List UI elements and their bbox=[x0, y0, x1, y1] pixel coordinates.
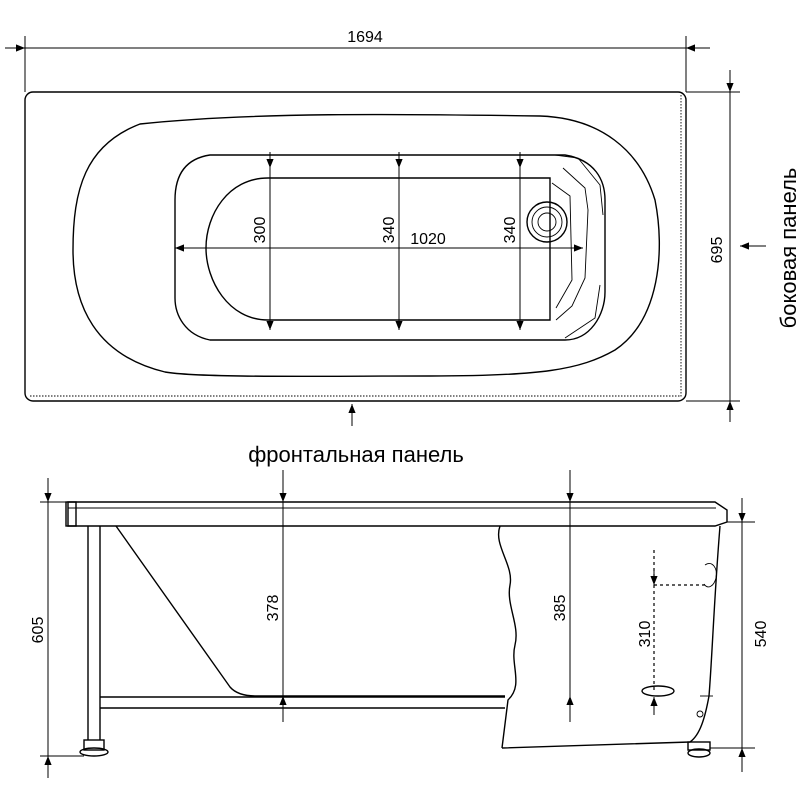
inner-length-label: 1020 bbox=[410, 231, 446, 248]
tub-rim-profile bbox=[65, 501, 728, 527]
drain-hole bbox=[526, 201, 568, 243]
side-panel-label: боковая панель bbox=[776, 168, 800, 329]
overall-width-label: 695 bbox=[709, 237, 726, 264]
tub-upper-basin bbox=[72, 113, 661, 378]
inner-length-dimension: 1020 bbox=[175, 231, 583, 252]
width-middle-dimension: 340 bbox=[381, 152, 403, 330]
tub-floor bbox=[205, 177, 551, 321]
front-panel-indicator: фронтальная панель bbox=[248, 404, 464, 467]
width-rear-dimension: 300 bbox=[252, 152, 274, 330]
depth-front-dimension: 385 bbox=[552, 470, 574, 722]
depth-rear-dimension: 378 bbox=[265, 470, 287, 722]
tub-outer-rim bbox=[24, 91, 687, 402]
shell-height-dimension: 540 bbox=[710, 498, 770, 772]
overall-height-dimension: 605 bbox=[30, 478, 84, 778]
depth-rear-label: 378 bbox=[265, 595, 282, 622]
support-frame bbox=[79, 526, 505, 757]
tub-shell-end bbox=[501, 525, 721, 758]
overall-height-label: 605 bbox=[30, 617, 47, 644]
depth-front-label: 385 bbox=[552, 595, 569, 622]
top-view: 1694 3 bbox=[5, 29, 800, 467]
overall-width-dimension: 695 bbox=[686, 70, 740, 422]
overall-length-dimension: 1694 bbox=[5, 29, 710, 92]
tub-shell-body bbox=[115, 525, 505, 697]
tub-inner-bottom bbox=[174, 154, 606, 341]
width-rear-label: 300 bbox=[252, 217, 269, 244]
drain-end-contours bbox=[551, 154, 604, 339]
overall-length-label: 1694 bbox=[347, 29, 383, 46]
width-drain-label: 340 bbox=[502, 217, 519, 244]
overflow-height-dimension: 310 bbox=[637, 550, 705, 715]
front-panel-label: фронтальная панель bbox=[248, 442, 464, 467]
overflow-height-label: 310 bbox=[637, 621, 654, 648]
side-view: 310 605 378 385 bbox=[30, 470, 770, 778]
width-drain-dimension: 340 bbox=[502, 152, 524, 330]
side-panel-indicator: боковая панель bbox=[740, 168, 800, 329]
cutaway-edge bbox=[497, 525, 517, 749]
width-middle-label: 340 bbox=[381, 217, 398, 244]
shell-height-label: 540 bbox=[753, 621, 770, 648]
